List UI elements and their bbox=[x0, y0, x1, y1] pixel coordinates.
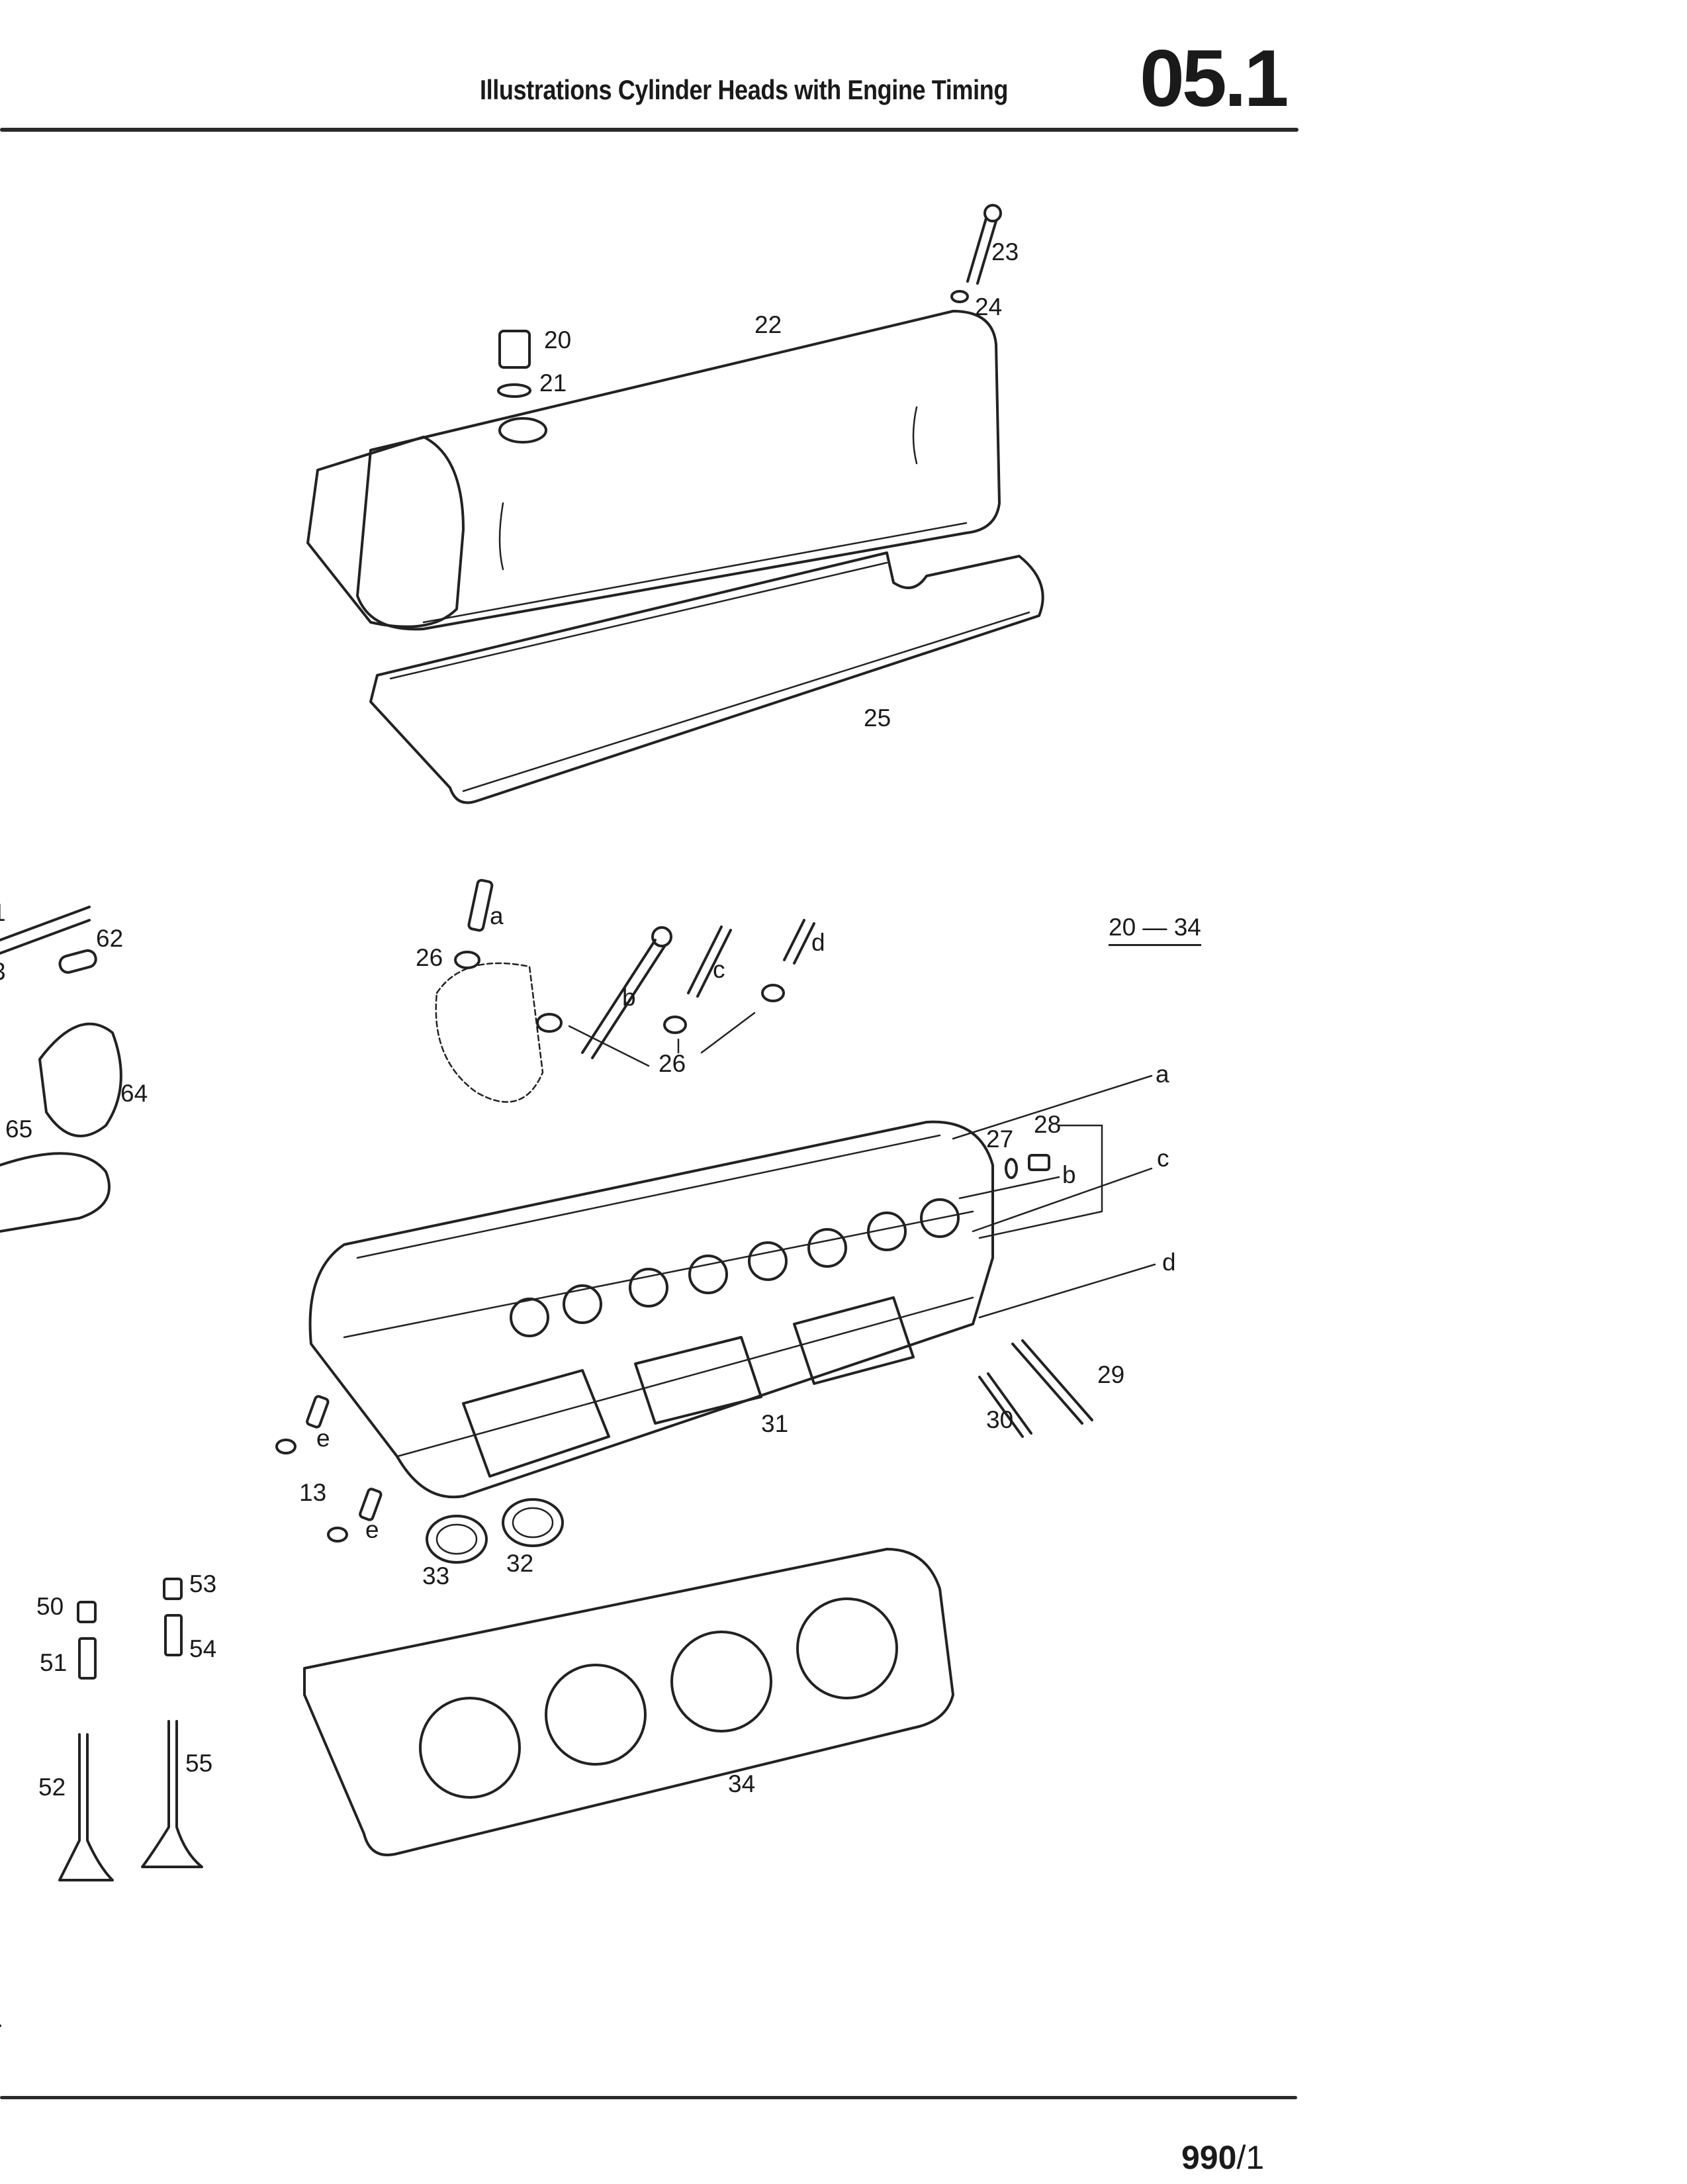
callout-53: 53 bbox=[189, 1570, 217, 1597]
bolt-23 bbox=[966, 217, 997, 285]
callout-28: 28 bbox=[1034, 1111, 1062, 1138]
page-number-sub: /1 bbox=[1236, 2139, 1265, 2176]
callout-25: 25 bbox=[864, 704, 891, 732]
callout-b-right: b bbox=[1062, 1161, 1076, 1188]
callout-a-right: a bbox=[1156, 1061, 1169, 1088]
callout-24: 24 bbox=[975, 293, 1003, 320]
callout-34: 34 bbox=[728, 1770, 756, 1797]
page-number: 990/1 bbox=[1181, 2138, 1264, 2177]
callout-29: 29 bbox=[1097, 1361, 1125, 1388]
callout-54: 54 bbox=[189, 1635, 217, 1662]
callout-26-right: 26 bbox=[659, 1050, 686, 1077]
callout-65: 65 bbox=[5, 1116, 33, 1143]
header-rule bbox=[0, 128, 1299, 132]
callout-d-top: d bbox=[811, 929, 825, 956]
cylinder-head-drawing bbox=[308, 1120, 994, 1499]
valve-cover-drawing bbox=[306, 310, 1001, 631]
callout-31: 31 bbox=[761, 1410, 789, 1437]
page-number-main: 990 bbox=[1181, 2139, 1237, 2176]
callout-64: 64 bbox=[120, 1080, 148, 1107]
callout-c-top: c bbox=[713, 956, 725, 983]
footer-rule bbox=[0, 2096, 1297, 2099]
callout-51: 51 bbox=[40, 1649, 68, 1676]
callout-e-upper: e bbox=[316, 1425, 330, 1452]
callout-partial-1: 1 bbox=[0, 900, 6, 925]
callout-50: 50 bbox=[36, 1593, 64, 1620]
callout-33: 33 bbox=[422, 1562, 450, 1590]
callout-52: 52 bbox=[38, 1774, 66, 1801]
callout-62: 62 bbox=[96, 925, 124, 952]
callout-partial-3: 3 bbox=[0, 959, 6, 984]
callout-27: 27 bbox=[986, 1125, 1014, 1153]
callout-a-top: a bbox=[490, 902, 504, 929]
callout-b-top: b bbox=[622, 984, 636, 1011]
section-number: 05.1 bbox=[1140, 33, 1289, 123]
callout-26-left: 26 bbox=[416, 944, 443, 971]
range-label: 20 — 34 bbox=[1109, 914, 1201, 946]
callout-e-lower: e bbox=[365, 1516, 379, 1543]
callout-20: 20 bbox=[544, 326, 572, 354]
callout-55: 55 bbox=[185, 1750, 213, 1777]
callout-30: 30 bbox=[986, 1406, 1014, 1433]
callout-d-right: d bbox=[1162, 1249, 1176, 1276]
callout-22: 22 bbox=[754, 311, 782, 338]
callout-32: 32 bbox=[506, 1550, 534, 1577]
callout-c-right: c bbox=[1157, 1145, 1169, 1172]
callout-23: 23 bbox=[991, 238, 1019, 265]
page-title: Illustrations Cylinder Heads with Engine… bbox=[480, 74, 1008, 105]
callout-13: 13 bbox=[299, 1479, 327, 1506]
head-gasket-drawing bbox=[303, 1548, 954, 1856]
callout-21: 21 bbox=[539, 369, 567, 397]
